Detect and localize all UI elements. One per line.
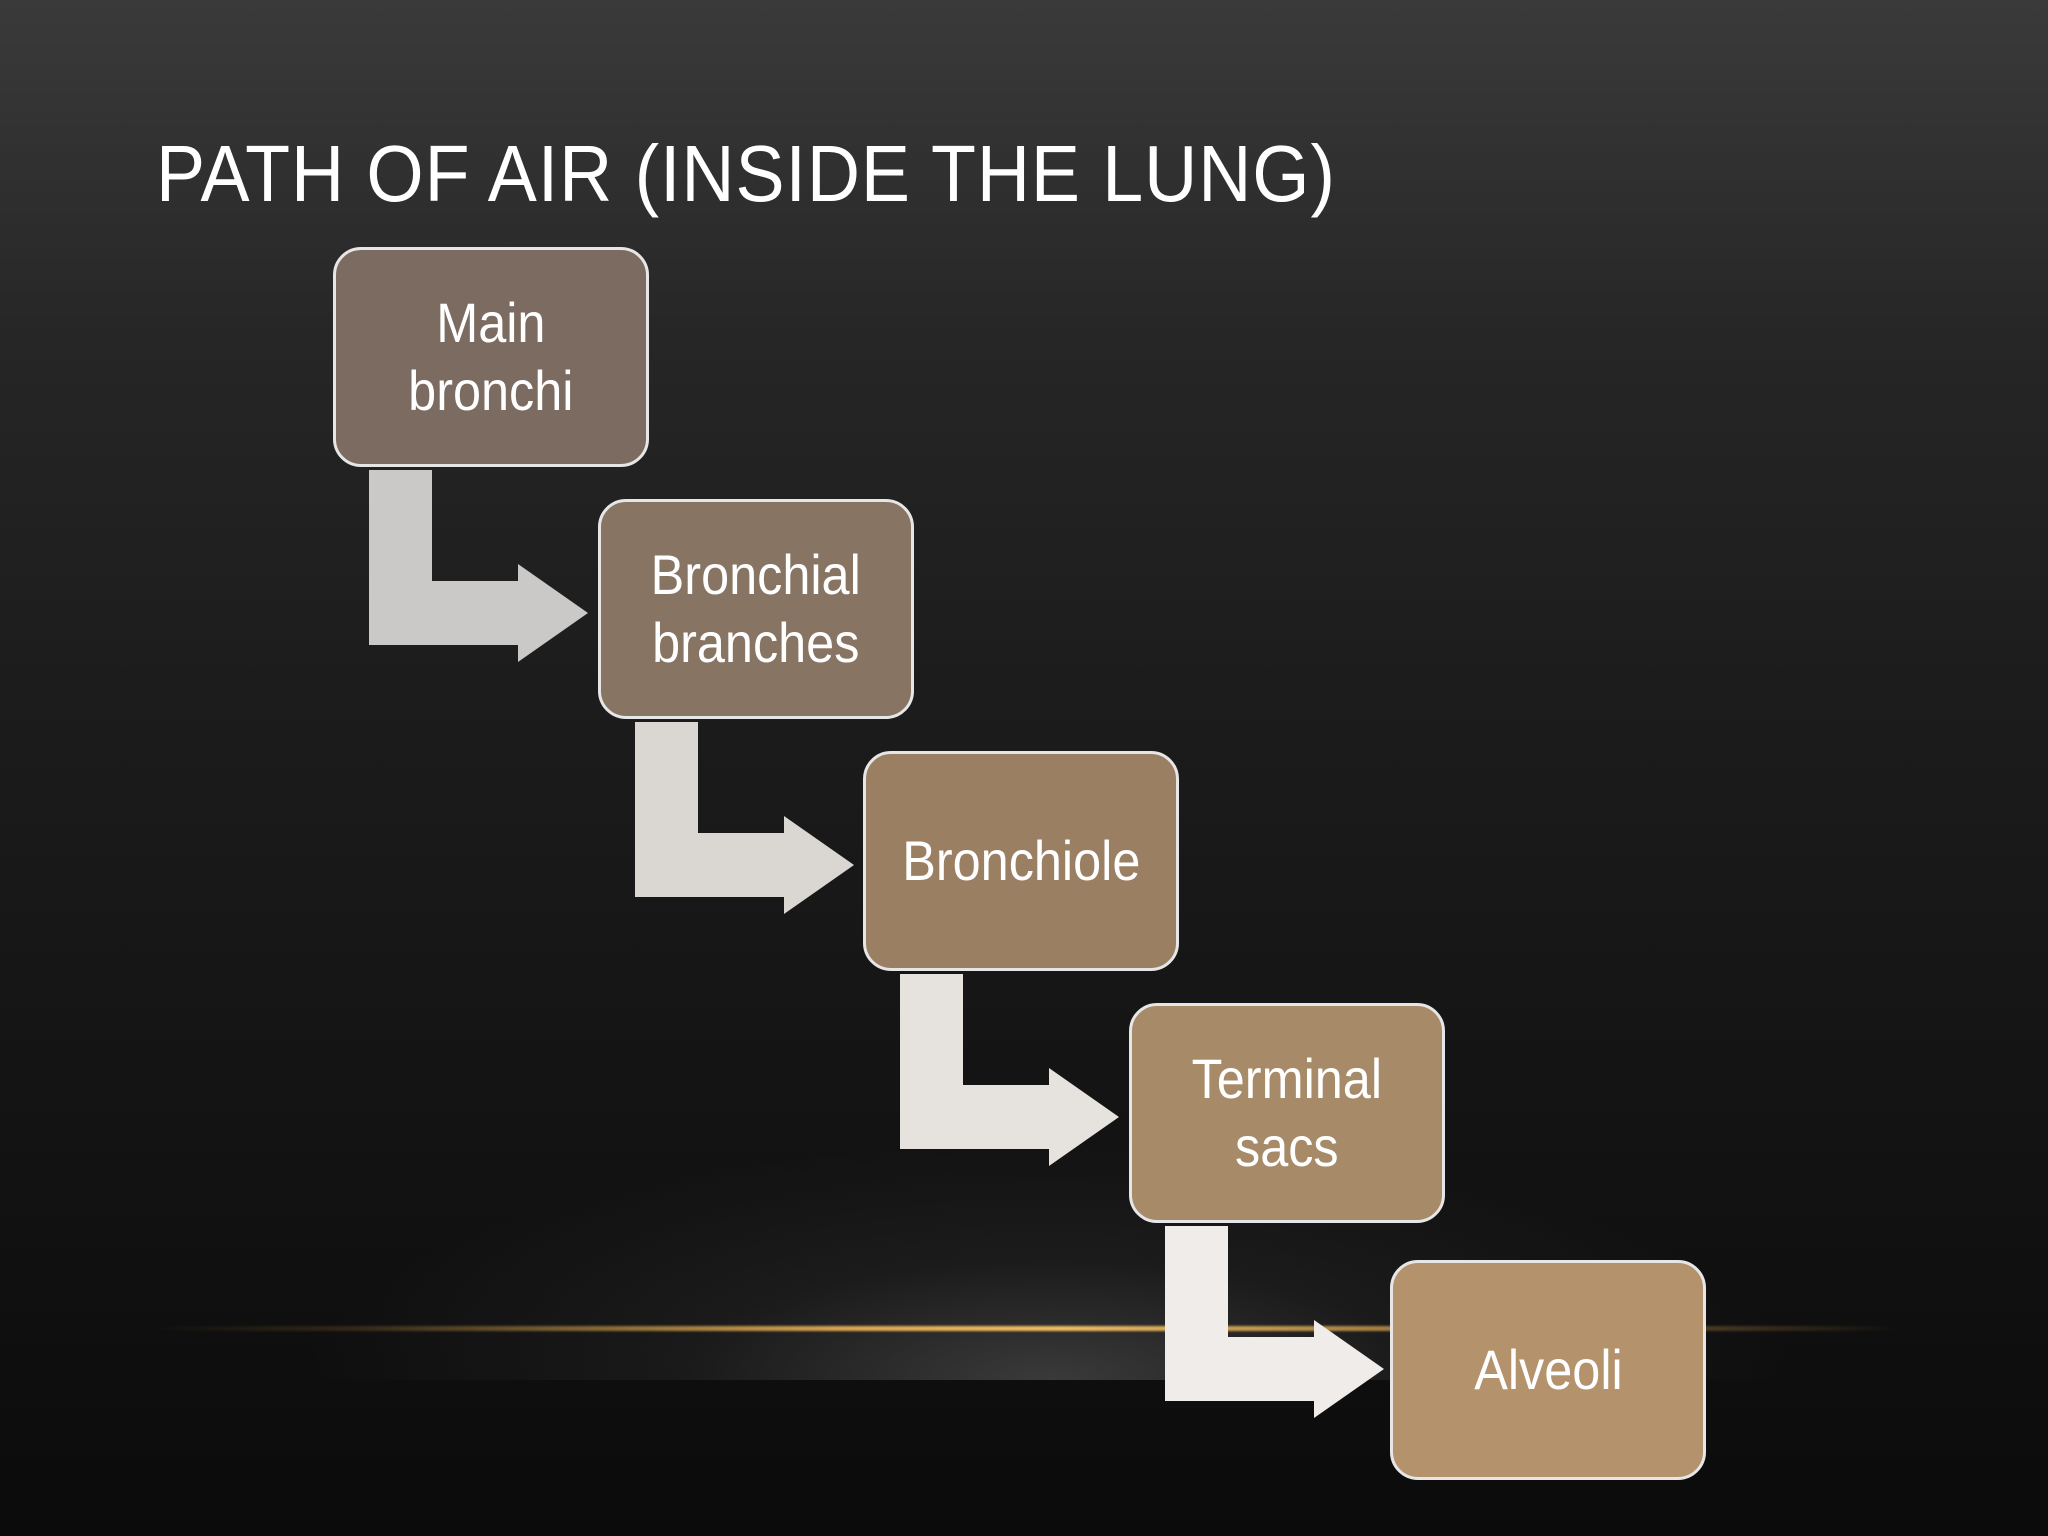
horizon-light-line [150, 1326, 1900, 1331]
arrow-3 [900, 974, 1119, 1166]
arrow-2 [635, 722, 854, 914]
step-box-alveoli: Alveoli [1390, 1260, 1706, 1480]
step-label-alveoli: Alveoli [1473, 1338, 1623, 1401]
arrow-4 [1165, 1226, 1384, 1418]
step-label-main-bronchi: Main bronchi [408, 291, 574, 422]
step-box-main-bronchi: Main bronchi [333, 247, 649, 467]
step-box-bronchial-branches: Bronchial branches [598, 499, 914, 719]
slide-title: PATH OF AIR (INSIDE THE LUNG) [156, 129, 1336, 218]
step-label-bronchial-branches: Bronchial branches [650, 543, 862, 674]
step-label-bronchiole: Bronchiole [901, 829, 1141, 892]
arrow-1 [369, 470, 588, 662]
step-box-bronchiole: Bronchiole [863, 751, 1179, 971]
step-box-terminal-sacs: Terminal sacs [1129, 1003, 1445, 1223]
step-label-terminal-sacs: Terminal sacs [1191, 1047, 1383, 1178]
